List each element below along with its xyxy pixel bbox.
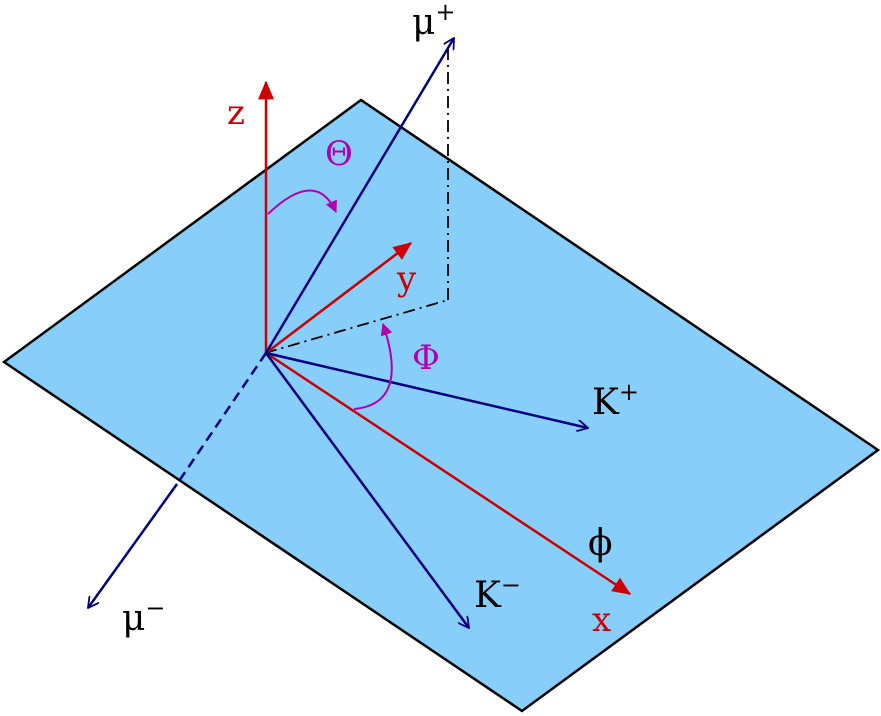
- theta-angle-label: Θ: [325, 134, 353, 174]
- k-plus-vector: [265, 351, 588, 428]
- mu-plus-vector: [264, 38, 456, 354]
- phi-meson-label: ϕ: [588, 523, 613, 564]
- mu-minus-vector-hidden: [175, 352, 268, 485]
- decay-plane: [1, 98, 881, 713]
- k-minus-vector: [264, 352, 469, 628]
- phi-angle-arc: [353, 323, 393, 410]
- theta-angle-arc: [267, 189, 337, 215]
- mu-minus-vector: [88, 483, 179, 608]
- k-plus-label: K+: [592, 378, 639, 423]
- phi-angle-label: Φ: [412, 338, 440, 378]
- k-minus-label: K−: [474, 571, 521, 616]
- y-axis-arrow: [265, 242, 413, 354]
- y-axis-label: y: [396, 259, 417, 299]
- projection-line-in-plane: [264, 299, 449, 354]
- z-axis-label: z: [227, 93, 245, 133]
- x-axis-label: x: [592, 600, 611, 640]
- x-axis-arrow: [265, 351, 632, 596]
- mu-plus-label: μ+: [412, 0, 456, 43]
- mu-minus-label: μ−: [122, 594, 166, 639]
